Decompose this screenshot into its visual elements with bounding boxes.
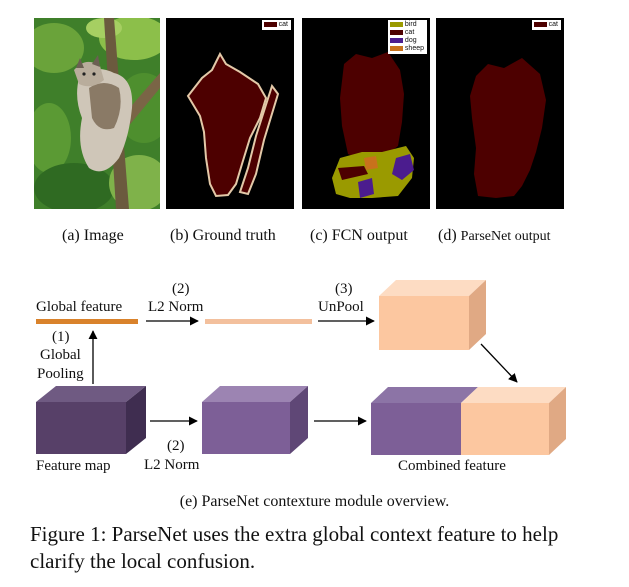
cat-photo	[34, 18, 160, 209]
caption-e: (e) ParseNet contexture module overview.	[179, 493, 450, 510]
label-step2-num-bottom: (2)	[167, 438, 185, 454]
fcn-dog-region-2	[358, 178, 374, 198]
panel-a-image	[34, 18, 160, 209]
normalized-feature-bar	[205, 319, 312, 324]
fcn-sheep-region	[364, 156, 378, 170]
legend-d: cat	[531, 20, 561, 30]
gt-branch-strip	[238, 83, 280, 196]
label-step1-num: (1)	[52, 329, 70, 345]
fcn-cat-stripe	[338, 166, 368, 180]
label-combined-feature: Combined feature	[398, 458, 506, 474]
panel-b-ground-truth: cat	[166, 18, 294, 209]
caption-a: (a) Image	[62, 227, 124, 244]
fcn-bird-region	[332, 146, 414, 198]
label-global-feature: Global feature	[36, 299, 123, 315]
fcn-dog-region-1	[392, 154, 414, 180]
label-step1-line2: Pooling	[37, 366, 84, 382]
combined-feature-cube	[371, 387, 566, 455]
legend-c: bird cat dog sheep	[387, 20, 427, 54]
label-feature-map: Feature map	[36, 458, 111, 474]
fcn-cat-region	[340, 52, 404, 160]
label-step2-top: L2 Norm	[148, 299, 204, 315]
label-step3-num: (3)	[335, 281, 353, 297]
label-step2-bottom: L2 Norm	[144, 457, 200, 473]
figure-caption: Figure 1: ParseNet uses the extra global…	[30, 522, 559, 573]
normalized-feature-map-cube	[202, 386, 308, 454]
arrow-concat-top	[480, 343, 518, 383]
panel-d-parsenet-output: cat	[436, 18, 564, 209]
label-step3: UnPool	[318, 299, 364, 315]
caption-b: (b) Ground truth	[170, 227, 276, 244]
caption-d: (d) ParseNet output	[438, 227, 551, 244]
legend-b: cat	[261, 20, 291, 30]
panel-c-fcn-output: bird cat dog sheep	[302, 18, 430, 209]
unpooled-feature-cube	[379, 280, 486, 350]
caption-c: (c) FCN output	[310, 227, 408, 244]
parsenet-cat-region	[470, 58, 546, 198]
parsenet-module-diagram	[36, 280, 566, 455]
label-step2-num-top: (2)	[172, 281, 190, 297]
feature-map-cube	[36, 386, 146, 454]
global-feature-bar	[36, 319, 138, 324]
gt-cat-mask	[186, 51, 268, 198]
label-step1-line1: Global	[40, 347, 81, 363]
